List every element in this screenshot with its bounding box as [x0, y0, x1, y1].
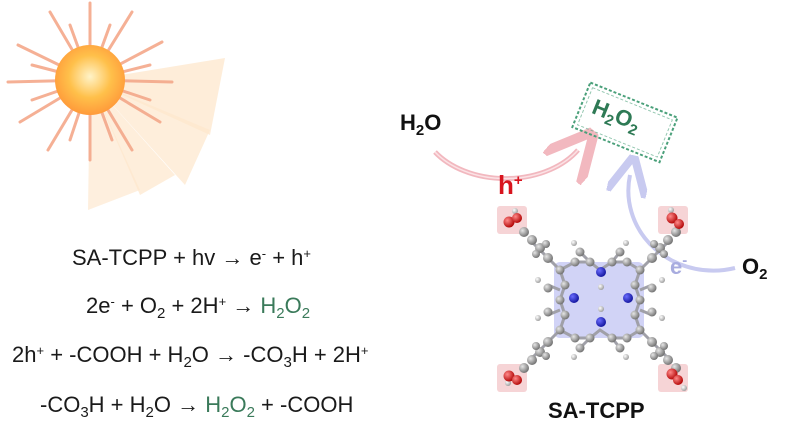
reaction-arrow: →	[177, 392, 200, 417]
sa-tcpp-molecule	[497, 206, 688, 392]
reaction-arrow: →	[232, 293, 255, 318]
sun-icon	[6, 1, 225, 210]
hole-label: h+	[498, 170, 523, 200]
oxygen-label: O2	[742, 254, 768, 283]
equation-photoexcitation: SA-TCPP + hv → e- + h+	[72, 245, 311, 270]
equation-water-oxidation: 2h+ + -COOH + H2O → -CO3H + 2H+	[12, 342, 369, 371]
product-h2o2: H2O2	[205, 392, 255, 421]
product-h2o2: H2O2	[260, 293, 311, 322]
reaction-arrow: →	[221, 245, 244, 270]
molecule-name-label: SA-TCPP	[548, 398, 645, 423]
electron-label: e-	[670, 252, 688, 279]
equation-peracid-hydrolysis: -CO3H + H2O → H2O2 + -COOH	[40, 392, 354, 421]
equation-oxygen-reduction: 2e- + O2 + 2H+ → H2O2	[86, 293, 311, 322]
reaction-arrow: →	[215, 342, 238, 367]
water-label: H2O	[400, 110, 442, 139]
product-highlight-box	[571, 81, 679, 164]
